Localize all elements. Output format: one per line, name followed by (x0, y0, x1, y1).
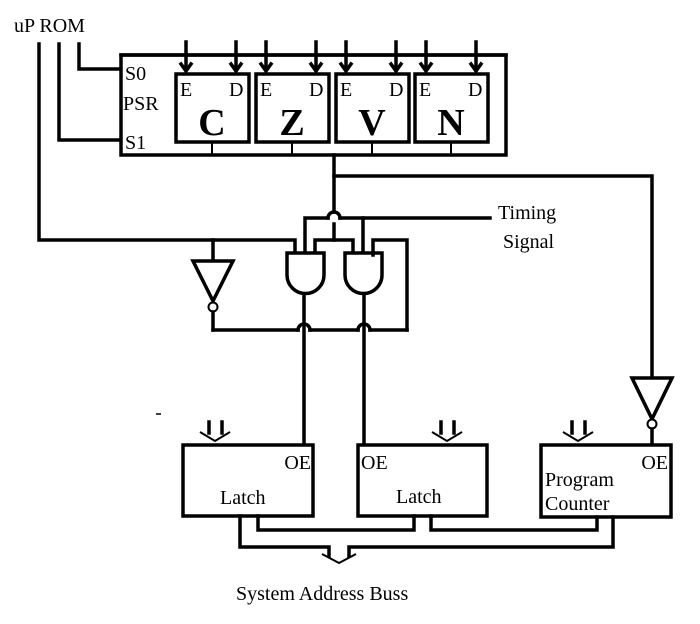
flag-output-taps (211, 142, 452, 155)
inverted-wire (211, 322, 409, 332)
flag-n-name: N (437, 102, 464, 144)
flag-c-data: D (229, 79, 243, 101)
arrow-down-icon (178, 40, 194, 75)
flag-n: E D N (413, 72, 490, 144)
program-counter: OE Program Counter (539, 443, 673, 519)
flag-input-arrows (178, 40, 484, 75)
bus-arrow-icon (562, 420, 594, 443)
pc-name-line2: Counter (545, 493, 610, 515)
inverter-right (629, 376, 675, 448)
bus-input-arrows (199, 420, 594, 443)
rom-line-main (37, 42, 297, 257)
pc-name-line1: Program (545, 469, 614, 491)
latch-1-oe: OE (284, 452, 311, 474)
flag-v-data: D (389, 79, 403, 101)
arrow-down-icon (258, 40, 274, 75)
inverter-triangle (190, 259, 236, 305)
flag-v-enable: E (340, 79, 352, 101)
psr-label: PSR (123, 93, 159, 115)
timing-wire (303, 210, 492, 257)
latch-1-name: Latch (220, 487, 266, 509)
rom-wires (37, 42, 297, 257)
flag-n-enable: E (419, 79, 431, 101)
flag-n-data: D (468, 79, 482, 101)
inverter-bubble (646, 418, 658, 430)
and-gate-1 (285, 251, 326, 296)
latch-2-oe: OE (361, 452, 388, 474)
psr-output-wires (313, 153, 654, 380)
flag-c-enable: E (180, 79, 192, 101)
latch-1: OE Latch (181, 443, 315, 518)
bus-label: System Address Buss (236, 583, 408, 605)
arrow-down-icon (228, 40, 244, 75)
bus-arrow-icon (321, 553, 357, 565)
flag-z-data: D (309, 79, 323, 101)
flag-v-name: V (358, 102, 386, 144)
s1-label: S1 (125, 132, 146, 154)
inverter-left (190, 238, 236, 332)
inverter-triangle (629, 376, 675, 423)
flag-z-enable: E (260, 79, 272, 101)
bus-arrow-icon (199, 420, 231, 443)
arrow-down-icon (468, 40, 484, 75)
rom-line-s0 (77, 42, 123, 71)
bus-arrow-icon (431, 420, 463, 443)
s0-label: S0 (125, 63, 146, 85)
latch-2-name: Latch (396, 486, 442, 508)
flag-z-name: Z (279, 102, 304, 144)
inverter-bubble (207, 301, 219, 313)
flag-c-name: C (198, 102, 225, 144)
arrow-down-icon (338, 40, 354, 75)
arrow-down-icon (418, 40, 434, 75)
timing-label-line2: Signal (503, 231, 555, 253)
flag-v: E D V (334, 72, 411, 144)
up-rom-label: uP ROM (14, 15, 85, 37)
and-gate-2 (343, 251, 384, 296)
timing-label-line1: Timing (498, 202, 556, 224)
arrow-down-icon (388, 40, 404, 75)
arrow-down-icon (308, 40, 324, 75)
flag-z: E D Z (254, 72, 331, 144)
rom-line-s1 (57, 42, 123, 142)
flag-c: E D C (174, 72, 251, 144)
gate2-feedback-wire (371, 238, 409, 332)
pc-oe: OE (641, 452, 668, 474)
system-bus (238, 514, 615, 565)
latch-2: OE Latch (356, 443, 489, 518)
